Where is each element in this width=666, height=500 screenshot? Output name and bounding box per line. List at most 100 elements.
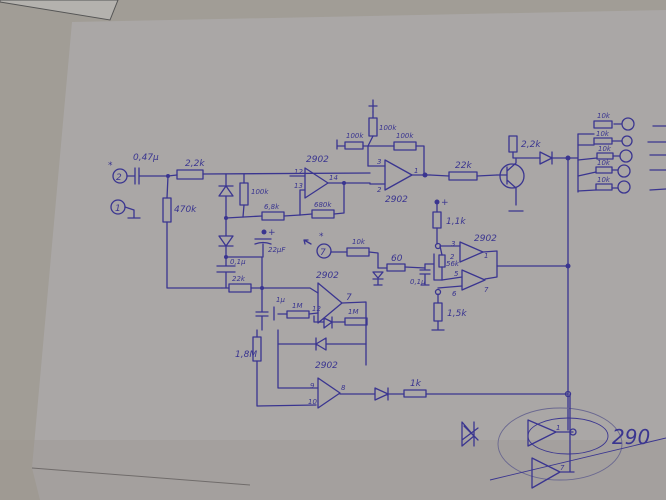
svg-text:10: 10 — [308, 398, 317, 406]
led-driver-row-4: 10k — [577, 159, 666, 178]
svg-text:13: 13 — [294, 182, 303, 190]
resistor-100k-top-a: 100k — [336, 132, 369, 150]
resistor-1-8m: 1,8M — [235, 329, 317, 407]
svg-text:10k: 10k — [597, 176, 611, 184]
led-driver-row-2: 10k — [577, 130, 666, 147]
svg-text:0,1µ: 0,1µ — [230, 258, 246, 266]
svg-text:100k: 100k — [346, 132, 364, 140]
svg-text:1: 1 — [414, 167, 418, 175]
paper-sheet — [32, 10, 666, 500]
peak-diode — [277, 337, 367, 351]
paper-shadow-strip — [0, 440, 666, 500]
svg-text:470k: 470k — [174, 205, 197, 215]
paper-bottom-edge — [31, 467, 251, 486]
tvs-diode — [372, 271, 384, 286]
svg-text:2902: 2902 — [316, 271, 339, 281]
svg-text:22k: 22k — [232, 275, 246, 283]
svg-text:2: 2 — [116, 173, 122, 183]
svg-text:0,1µ: 0,1µ — [410, 278, 426, 286]
capacitor-0-1u: 0,1µ — [216, 256, 246, 289]
resistor-470k: 470k — [162, 175, 223, 289]
svg-text:5: 5 — [454, 270, 459, 278]
resistor-100k-top-b: 100k — [367, 132, 425, 176]
capacitor-1u: 1µ — [255, 287, 285, 331]
wire — [424, 253, 443, 281]
svg-text:10k: 10k — [596, 130, 610, 138]
svg-text:1M: 1M — [292, 302, 303, 310]
resistor-1m-a: 1M — [277, 302, 319, 319]
diode-sketch-scribble — [461, 421, 479, 447]
ground-jack-1: 1 — [110, 199, 141, 219]
svg-text:6: 6 — [452, 290, 457, 298]
svg-text:1: 1 — [484, 252, 488, 260]
led-driver-row-5: 10k — [577, 176, 666, 194]
svg-text:10k: 10k — [598, 145, 612, 153]
svg-text:*: * — [319, 232, 324, 242]
svg-text:7: 7 — [484, 286, 489, 294]
svg-text:100k: 100k — [396, 132, 414, 140]
svg-text:9: 9 — [310, 382, 315, 390]
svg-text:7: 7 — [320, 248, 326, 258]
svg-text:12: 12 — [294, 168, 303, 176]
svg-text:10k: 10k — [597, 159, 611, 167]
svg-text:2,2k: 2,2k — [185, 159, 205, 169]
junction-dot — [422, 172, 428, 178]
svg-text:2902: 2902 — [474, 234, 497, 244]
svg-text:22k: 22k — [455, 161, 472, 171]
resistor-2-2k: 2,2k — [167, 159, 371, 180]
resistor-56k: 56k — [438, 245, 460, 281]
resistor-1m-b: 1M — [344, 308, 368, 326]
svg-text:+: + — [441, 198, 449, 208]
svg-text:56k: 56k — [446, 260, 460, 268]
resistor-6-8k: 6,8k — [225, 203, 301, 221]
svg-text:1µ: 1µ — [276, 296, 285, 304]
jack-7: 7 * — [303, 232, 332, 259]
svg-text:2,2k: 2,2k — [521, 140, 541, 150]
svg-text:1,5k: 1,5k — [447, 309, 467, 319]
svg-text:7: 7 — [560, 464, 565, 472]
resistor-1k: 1k — [403, 379, 569, 398]
led-driver-row-1: 10k — [577, 112, 666, 135]
comparator-opamp: 2902 9 10 8 — [308, 361, 346, 409]
svg-text:2902: 2902 — [385, 195, 408, 205]
feedback-diode — [313, 315, 346, 329]
svg-text:3: 3 — [451, 240, 455, 248]
clamp-diode-lower — [218, 217, 234, 258]
capacitor-0-1u-b: 0,1µ — [410, 263, 431, 286]
junction-dot — [565, 263, 571, 269]
resistor-60: 60 — [377, 254, 426, 272]
svg-text:10k: 10k — [597, 112, 611, 120]
svg-text:2902: 2902 — [306, 155, 329, 165]
resistor-1-1k: + 1,1k — [432, 198, 466, 245]
output-diode — [539, 151, 569, 165]
svg-text:6,8k: 6,8k — [264, 203, 280, 211]
input-capacitor: 0,47µ — [126, 153, 169, 185]
svg-text:2: 2 — [450, 253, 455, 261]
opamp-d: 5 6 7 — [437, 265, 569, 298]
led-driver-row-3: 10k — [577, 145, 666, 163]
svg-text:1: 1 — [556, 424, 560, 432]
svg-text:7: 7 — [346, 293, 352, 303]
resistor-100k-parallel: 100k — [239, 173, 269, 218]
opamp-c-2902: 3 2 1 2902 — [439, 234, 498, 280]
capacitor-22uF: + 22µF — [254, 228, 286, 258]
resistor-10k-in: 10k — [330, 238, 379, 269]
output-diode-2 — [339, 387, 405, 401]
junction-dot — [342, 181, 346, 185]
svg-text:3: 3 — [377, 158, 381, 166]
svg-text:12: 12 — [312, 305, 321, 313]
svg-text:+: + — [268, 228, 276, 238]
svg-text:22µF: 22µF — [268, 246, 286, 254]
svg-text:0,47µ: 0,47µ — [133, 153, 159, 163]
svg-text:60: 60 — [391, 254, 403, 264]
svg-text:1,8M: 1,8M — [235, 350, 257, 360]
svg-text:8: 8 — [341, 384, 346, 392]
resistor-2-2k-collector: 2,2k — [508, 135, 541, 159]
corner-note-290: 290 — [612, 425, 650, 449]
svg-text:2902: 2902 — [315, 361, 338, 371]
svg-text:2: 2 — [377, 186, 382, 194]
svg-text:*: * — [108, 161, 113, 171]
svg-text:1M: 1M — [348, 308, 359, 316]
svg-text:680k: 680k — [314, 201, 332, 209]
